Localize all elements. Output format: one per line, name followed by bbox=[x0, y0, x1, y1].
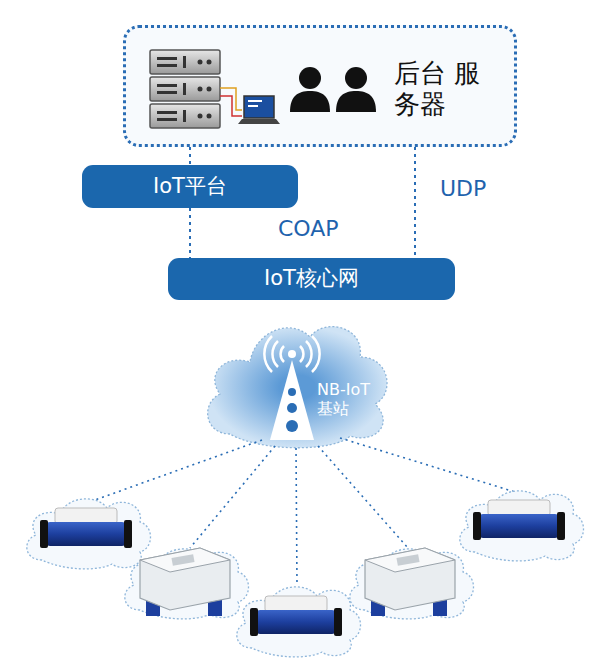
platform-band: IoT平台 bbox=[82, 165, 298, 208]
water-meter-box bbox=[140, 548, 230, 616]
core-network-band: IoT核心网 bbox=[168, 258, 455, 300]
node-label: 后台 服务器 bbox=[394, 58, 484, 120]
dotted-connector bbox=[189, 208, 191, 258]
dotted-connector bbox=[189, 147, 191, 165]
node-label: IoT平台 bbox=[153, 174, 227, 199]
water-meter-pipe bbox=[250, 596, 342, 636]
node-label: NB-IoT 基站 bbox=[317, 380, 389, 418]
dotted-connector bbox=[414, 147, 416, 258]
node-label: IoT核心网 bbox=[264, 266, 359, 291]
water-meter-pipe bbox=[473, 500, 565, 540]
water-meter-box bbox=[365, 548, 455, 616]
wireless-link bbox=[95, 438, 515, 585]
server-group-box: 后台 服务器 bbox=[123, 25, 517, 147]
protocol-label: COAP bbox=[278, 216, 339, 241]
base-station-cloud: NB-IoT 基站 bbox=[200, 312, 395, 452]
device-cloud bbox=[27, 491, 584, 657]
water-meter-pipe bbox=[40, 508, 132, 548]
protocol-label: UDP bbox=[440, 176, 486, 201]
